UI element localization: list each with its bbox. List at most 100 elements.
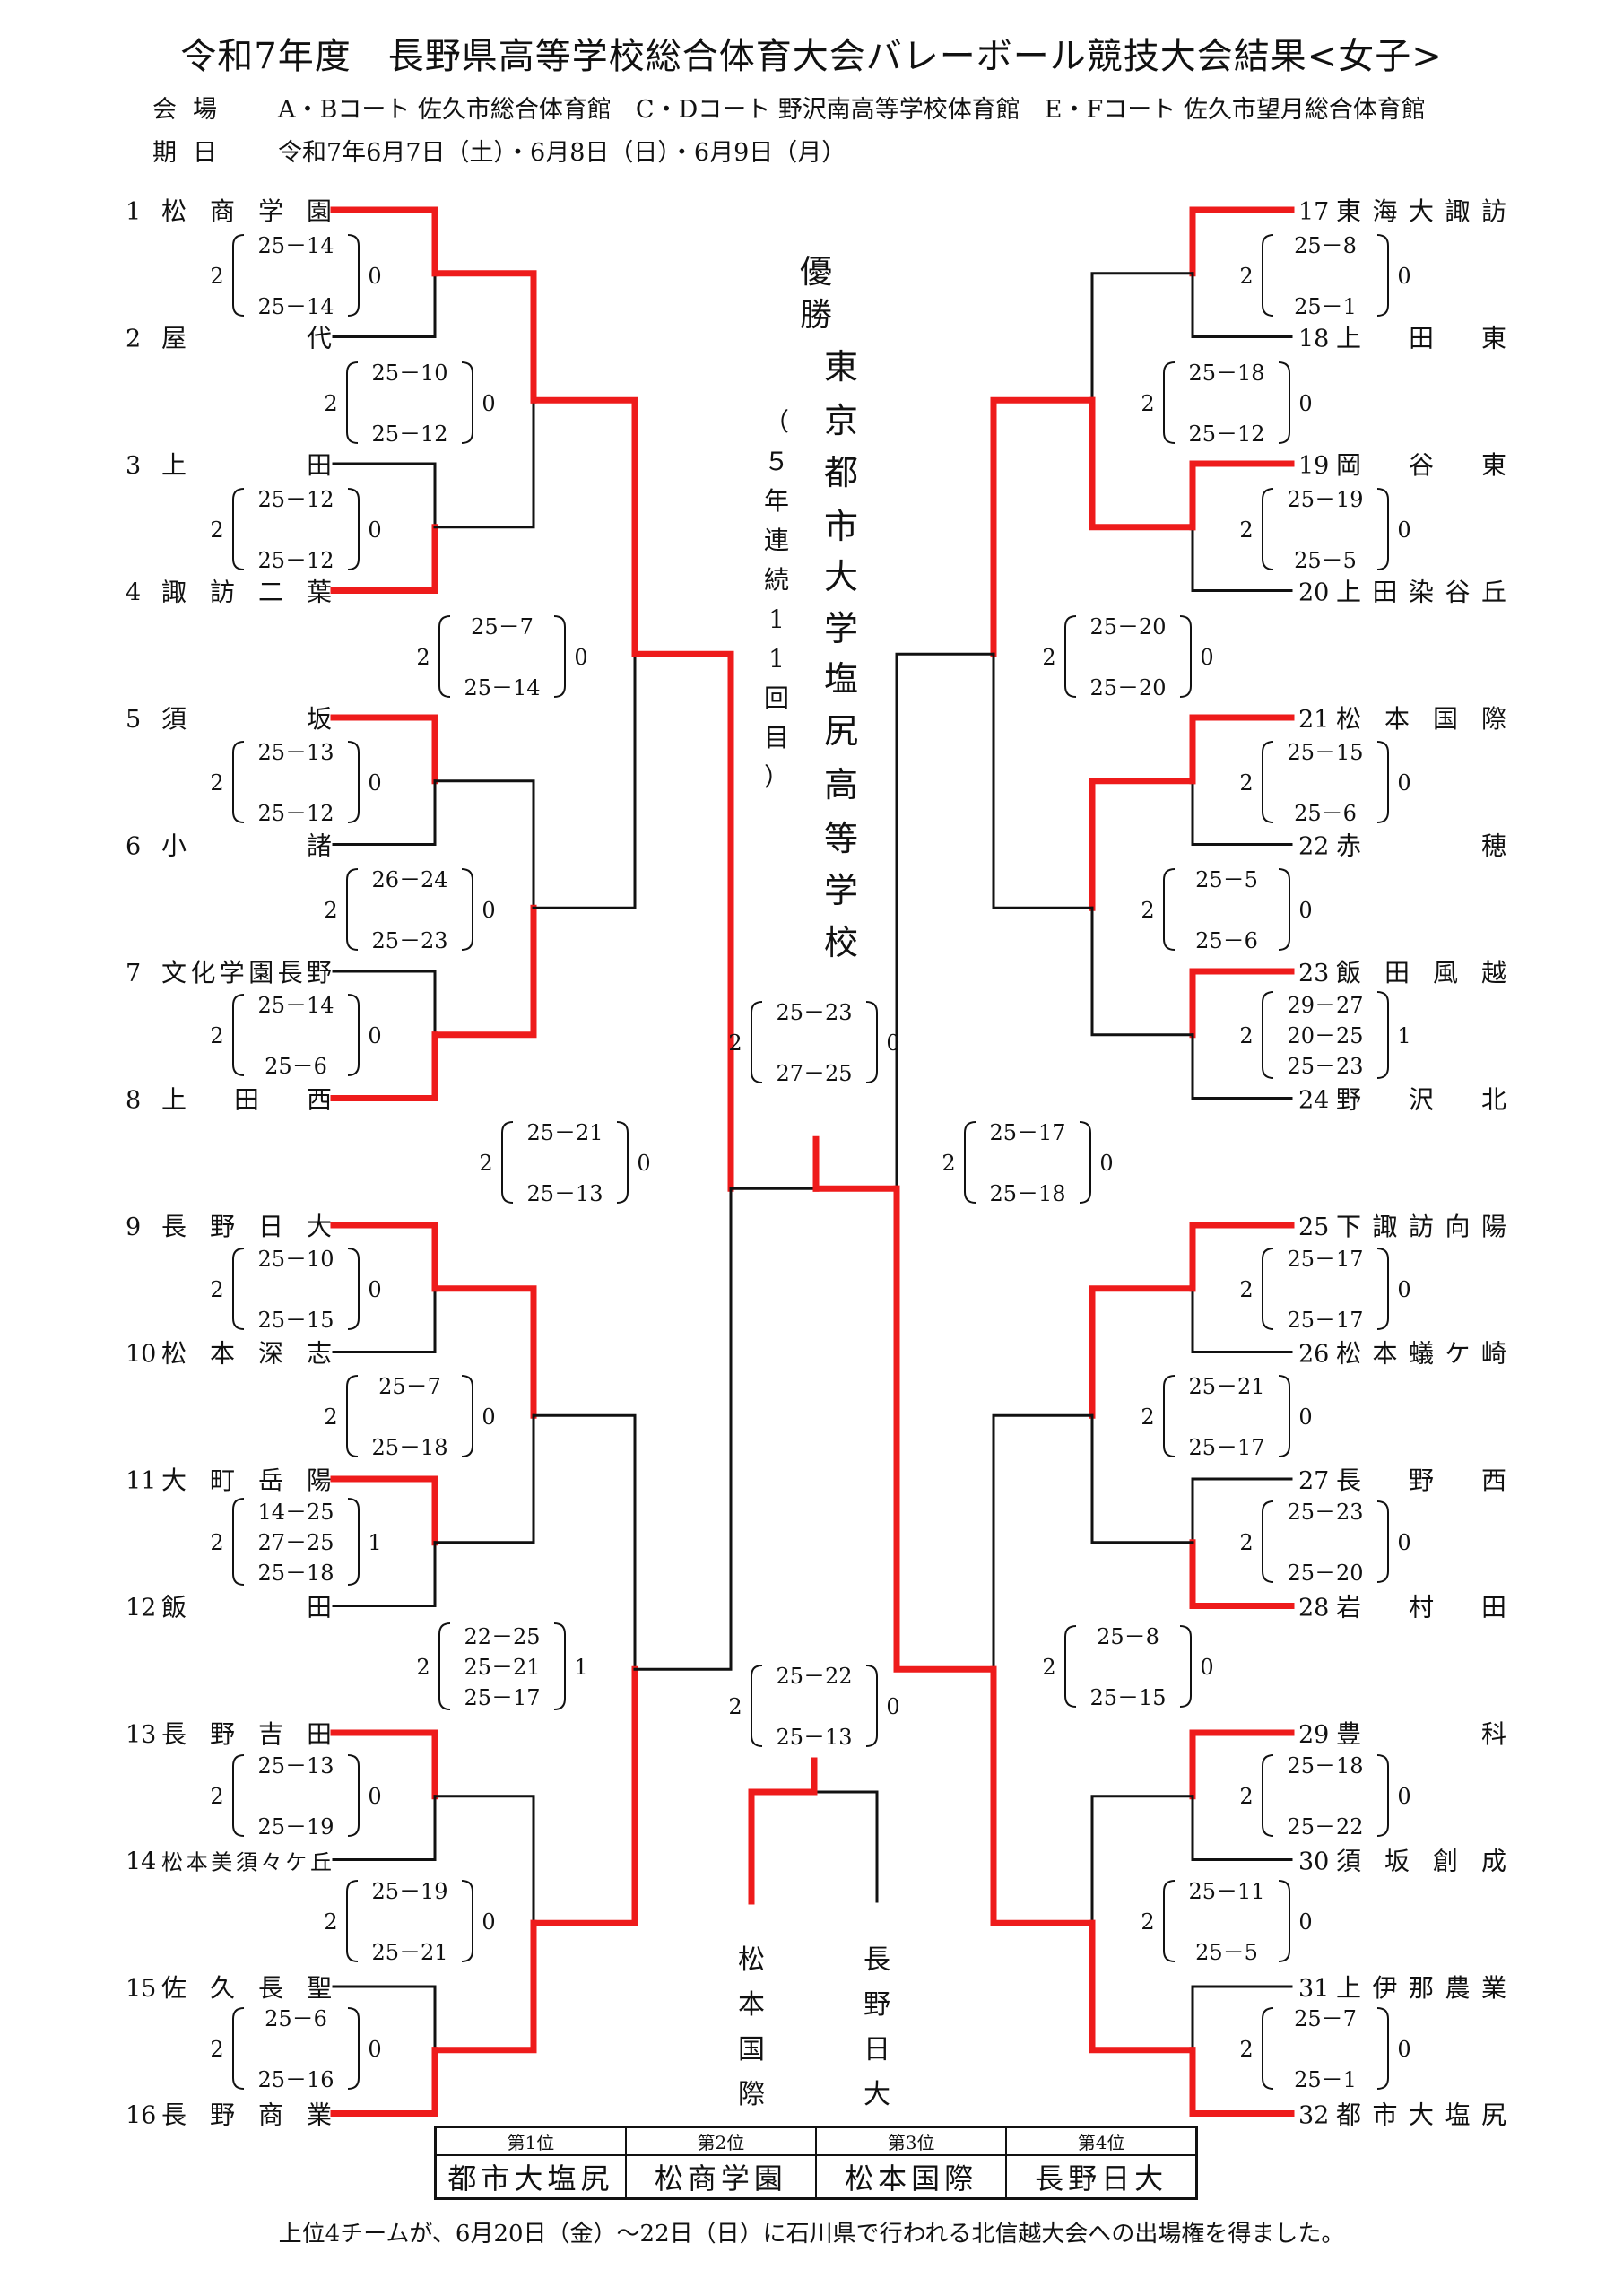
score-bracket-right <box>865 1001 878 1083</box>
team-number: 2 <box>126 326 141 353</box>
score-bracket-right <box>347 1754 360 1837</box>
set-score: 25－6 <box>265 1054 327 1079</box>
team-name: 長野商業 <box>161 2100 332 2130</box>
sets-won: 2 <box>210 1023 223 1048</box>
score-bracket-left <box>964 1121 976 1204</box>
set-score: 25－12 <box>257 487 334 512</box>
winner-line <box>1189 206 1295 277</box>
score-bracket-left <box>232 741 245 823</box>
sets-lost: 1 <box>368 1530 381 1555</box>
sets-lost: 0 <box>1397 517 1410 543</box>
sets-won: 2 <box>324 391 337 416</box>
sets-won: 2 <box>1239 1530 1253 1555</box>
date-label: 期日 <box>152 139 233 167</box>
team-name: 東海大諏訪 <box>1336 196 1506 226</box>
set-score: 25－14 <box>257 233 334 258</box>
bracket-line <box>992 652 1094 909</box>
team-number: 17 <box>1298 198 1329 226</box>
set-score: 25－16 <box>257 2067 334 2092</box>
team-name: 大町岳陽 <box>161 1465 332 1495</box>
final-standings-table: 第1位 第2位 第3位 第4位 都市大塩尻 松商学園 松本国際 長野日大 <box>434 2126 1198 2200</box>
sets-lost: 0 <box>1298 1405 1312 1430</box>
sets-won: 2 <box>210 517 223 543</box>
set-score: 25－5 <box>1195 867 1258 892</box>
team-name: 上田東 <box>1336 324 1506 353</box>
score-bracket-right <box>553 1622 566 1710</box>
third-place-team-b-char: 大 <box>864 2079 890 2110</box>
rank-4-header: 第4位 <box>1005 2126 1198 2156</box>
set-score: 25－19 <box>257 1814 334 1839</box>
sets-won: 2 <box>416 645 430 670</box>
team-name: 岩村田 <box>1336 1593 1506 1622</box>
champion-note-char: （ <box>764 407 789 437</box>
venue-label: 会場 <box>152 96 233 124</box>
score-bracket-right <box>461 1375 473 1457</box>
set-score: 25－18 <box>1287 1753 1363 1779</box>
sets-won: 2 <box>1239 517 1253 543</box>
team-number: 3 <box>126 452 141 480</box>
champion-label-char: 勝 <box>800 297 832 334</box>
winner-line <box>990 396 1096 657</box>
set-score: 25－6 <box>265 2006 327 2031</box>
team-number: 9 <box>126 1213 141 1241</box>
sets-lost: 0 <box>886 1694 899 1719</box>
score-bracket-right <box>347 234 360 317</box>
team-name: 下諏訪向陽 <box>1336 1212 1506 1241</box>
set-score: 25－19 <box>371 1879 447 1904</box>
team-name: 松商学園 <box>161 196 332 226</box>
third-place-team-b-char: 野 <box>864 1989 890 2021</box>
champion-school-char: 学 <box>824 609 858 648</box>
winner-line <box>330 1222 438 1292</box>
set-score: 25－6 <box>1294 801 1357 826</box>
score-bracket-left <box>232 234 245 317</box>
team-name: 上田染谷丘 <box>1336 578 1506 607</box>
sets-lost: 0 <box>637 1151 650 1176</box>
score-bracket-left <box>232 994 245 1076</box>
team-number: 22 <box>1298 833 1329 861</box>
champion-note-char: 年 <box>764 486 789 516</box>
bracket-line <box>332 272 437 338</box>
team-number: 6 <box>126 833 141 861</box>
sets-won: 2 <box>1042 645 1055 670</box>
score-bracket-right <box>1278 868 1290 951</box>
score-bracket-left <box>1064 1625 1077 1708</box>
bracket-line <box>332 1985 437 2052</box>
bracket-line <box>992 1413 1094 1671</box>
date-value: 令和7年6月7日（土）・6月8日（日）・6月9日（月） <box>278 139 846 167</box>
set-score: 25－18 <box>989 1181 1065 1206</box>
set-score: 25－14 <box>257 294 334 319</box>
set-score: 25－21 <box>464 1655 540 1680</box>
score-bracket-left <box>232 488 245 570</box>
rank-1-header: 第1位 <box>434 2126 627 2156</box>
set-score: 25－15 <box>257 1308 334 1333</box>
champion-school-char: 塩 <box>824 659 858 699</box>
rank-3-header: 第3位 <box>814 2126 1008 2156</box>
team-number: 21 <box>1298 706 1329 734</box>
set-score: 25－23 <box>371 928 447 953</box>
sets-won: 2 <box>210 2037 223 2062</box>
bracket-line <box>332 970 437 1037</box>
bracket-line <box>1090 272 1194 402</box>
sets-won: 2 <box>942 1151 955 1176</box>
winner-line <box>1089 396 1196 531</box>
winner-line <box>1189 1539 1295 1609</box>
sets-lost: 0 <box>368 2037 381 2062</box>
winner-line <box>1189 460 1295 531</box>
winner-line <box>1089 778 1196 911</box>
sets-won: 2 <box>1141 1909 1154 1935</box>
set-score: 25－12 <box>257 801 334 826</box>
bracket-line <box>532 652 637 909</box>
sets-lost: 0 <box>1397 1530 1410 1555</box>
score-bracket-right <box>1376 1248 1389 1330</box>
sets-lost: 0 <box>1298 898 1312 923</box>
team-name: 長野西 <box>1336 1465 1506 1495</box>
bracket-line <box>1191 1985 1293 2052</box>
sets-won: 2 <box>728 1694 742 1719</box>
set-score: 25－13 <box>257 740 334 765</box>
sets-lost: 0 <box>1099 1151 1113 1176</box>
team-number: 15 <box>126 1975 156 2003</box>
team-name: 小諸 <box>161 831 332 861</box>
champion-school-char: 等 <box>824 819 858 858</box>
score-bracket-left <box>1262 991 1274 1079</box>
score-bracket-right <box>461 868 473 951</box>
